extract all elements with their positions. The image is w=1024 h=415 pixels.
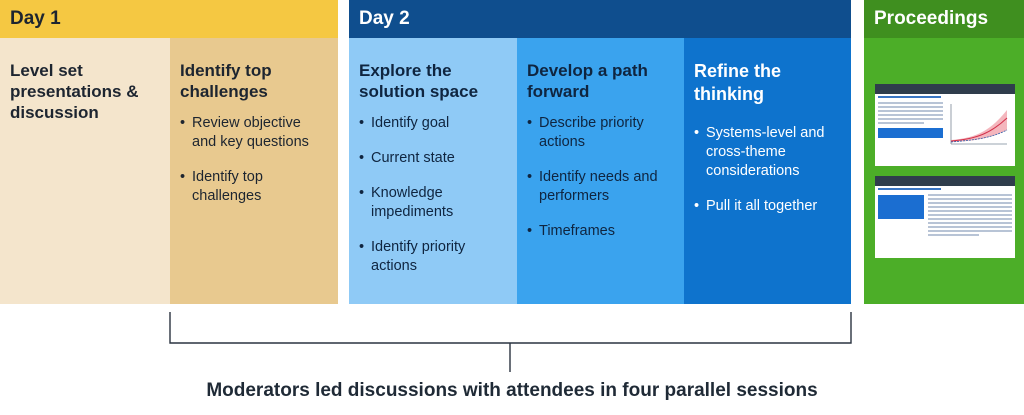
day2-col2-title: Develop a path forward: [527, 61, 648, 101]
list-item: Current state: [359, 149, 507, 168]
list-item: Identify priority actions: [359, 238, 507, 276]
thumbnail-header-bar: [875, 176, 1015, 186]
day2-col1-title: Explore the solution space: [359, 61, 479, 101]
day2-col1-list: Identify goal Current state Knowledge im…: [359, 114, 507, 276]
day1-col2-list: Review objective and key questions Ident…: [180, 114, 328, 206]
list-item: Identify needs and performers: [527, 168, 674, 206]
list-item: Systems-level and cross-theme considerat…: [694, 124, 841, 181]
list-item: Pull it all together: [694, 197, 841, 216]
list-item: Identify goal: [359, 114, 507, 133]
day2-col3-title: Refine the thinking: [694, 61, 782, 104]
day2-header: Day 2: [349, 0, 851, 38]
thumbnail-chart-icon: [947, 100, 1011, 150]
proceedings-header: Proceedings: [864, 0, 1024, 38]
list-item: Describe priority actions: [527, 114, 674, 152]
day2-label: Day 2: [359, 8, 410, 29]
proceedings-body: [864, 38, 1024, 304]
proceedings-thumbnail-1: [875, 84, 1015, 166]
thumbnail-header-bar: [875, 84, 1015, 94]
proceedings-thumbnail-2: [875, 176, 1015, 258]
list-item: Identify top challenges: [180, 168, 328, 206]
list-item: Review objective and key questions: [180, 114, 328, 152]
day2-col-explore: Explore the solution space Identify goal…: [349, 38, 517, 304]
day2-col3-list: Systems-level and cross-theme considerat…: [694, 124, 841, 216]
list-item: Timeframes: [527, 222, 674, 241]
day2-col-refine: Refine the thinking Systems-level and cr…: [684, 38, 851, 304]
day1-header: Day 1: [0, 0, 338, 38]
day1-col2-title: Identify top challenges: [180, 61, 272, 101]
proceedings-label: Proceedings: [874, 8, 989, 29]
day2-col2-list: Describe priority actions Identify needs…: [527, 114, 674, 241]
sessions-caption: Moderators led discussions with attendee…: [206, 380, 818, 401]
day2-col-path-forward: Develop a path forward Describe priority…: [517, 38, 684, 304]
day1-col-level-set: Level set presentations & discussion: [0, 38, 170, 304]
day1-col1-title: Level set presentations & discussion: [10, 61, 139, 122]
day1-label: Day 1: [10, 8, 61, 29]
list-item: Knowledge impediments: [359, 184, 507, 222]
day1-col-challenges: Identify top challenges Review objective…: [170, 38, 338, 304]
